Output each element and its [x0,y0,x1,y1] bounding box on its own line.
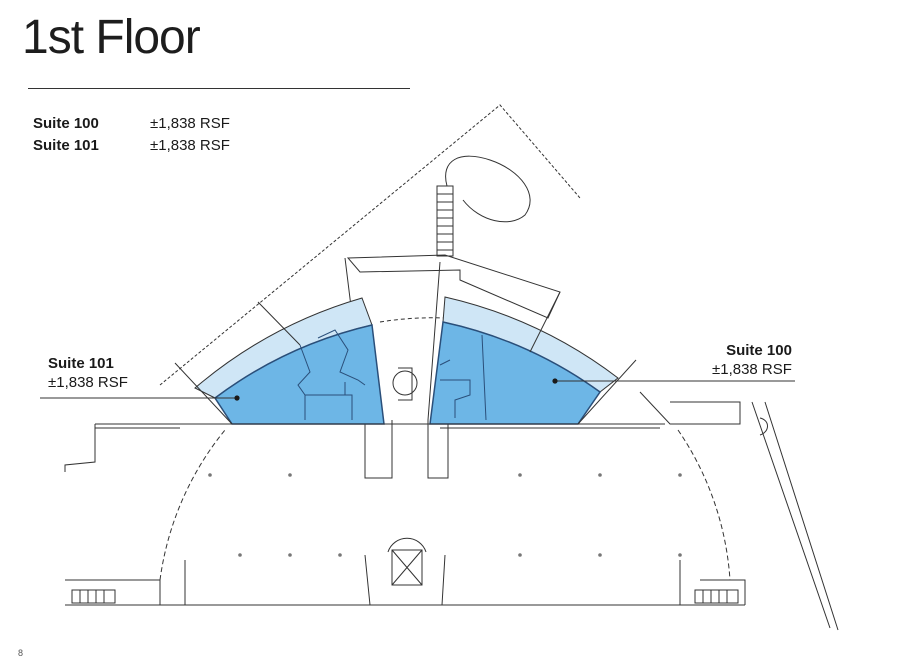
stair-lower-right [694,589,739,604]
callout-dot-100 [552,378,558,384]
spiral-stair [392,370,418,396]
suite-101-area [213,324,385,425]
radial-wall [577,359,637,425]
site-boundary-dashed [159,104,581,386]
suite-legend: Suite 100 ±1,838 RSF Suite 101 ±1,838 RS… [33,113,230,157]
legend-suite-area: ±1,838 RSF [150,137,230,154]
stair-lower-left [71,589,116,604]
title-divider [28,88,410,89]
legend-row: Suite 100 ±1,838 RSF [33,113,230,135]
courtyard-arc-dashed [677,429,731,581]
legend-suite-name: Suite 101 [33,137,99,154]
elevator-core [391,549,423,586]
page-title: 1st Floor [22,11,201,64]
suite-101-callout-name: Suite 101 [48,355,114,372]
suite-100-partitions [439,334,487,421]
lower-slab [65,579,746,606]
landscape-curve [445,155,531,223]
suite-101-callout-area: ±1,838 RSF [48,374,128,391]
suite-100-callout-name: Suite 100 [726,342,792,359]
center-building [346,254,561,319]
page-number: 8 [18,648,24,658]
suite-101-partitions [297,329,366,420]
legend-row: Suite 101 ±1,838 RSF [33,135,230,157]
courtyard-arc-dashed [159,429,226,581]
legend-suite-name: Suite 100 [33,115,99,132]
legend-suite-area: ±1,838 RSF [150,115,230,132]
suite-100-callout-area: ±1,838 RSF [712,361,792,378]
inner-arc-dashed [379,317,446,323]
radial-wall [174,362,233,425]
callout-dot-101 [234,395,240,401]
radial-wall [257,301,301,346]
suite-100-callout: Suite 100 ±1,838 RSF [712,341,792,379]
suite-101-callout: Suite 101 ±1,838 RSF [48,354,128,392]
suite-100-area [429,321,602,425]
radial-wall [529,291,561,353]
exterior-stair [436,185,454,257]
east-annex [639,391,741,425]
